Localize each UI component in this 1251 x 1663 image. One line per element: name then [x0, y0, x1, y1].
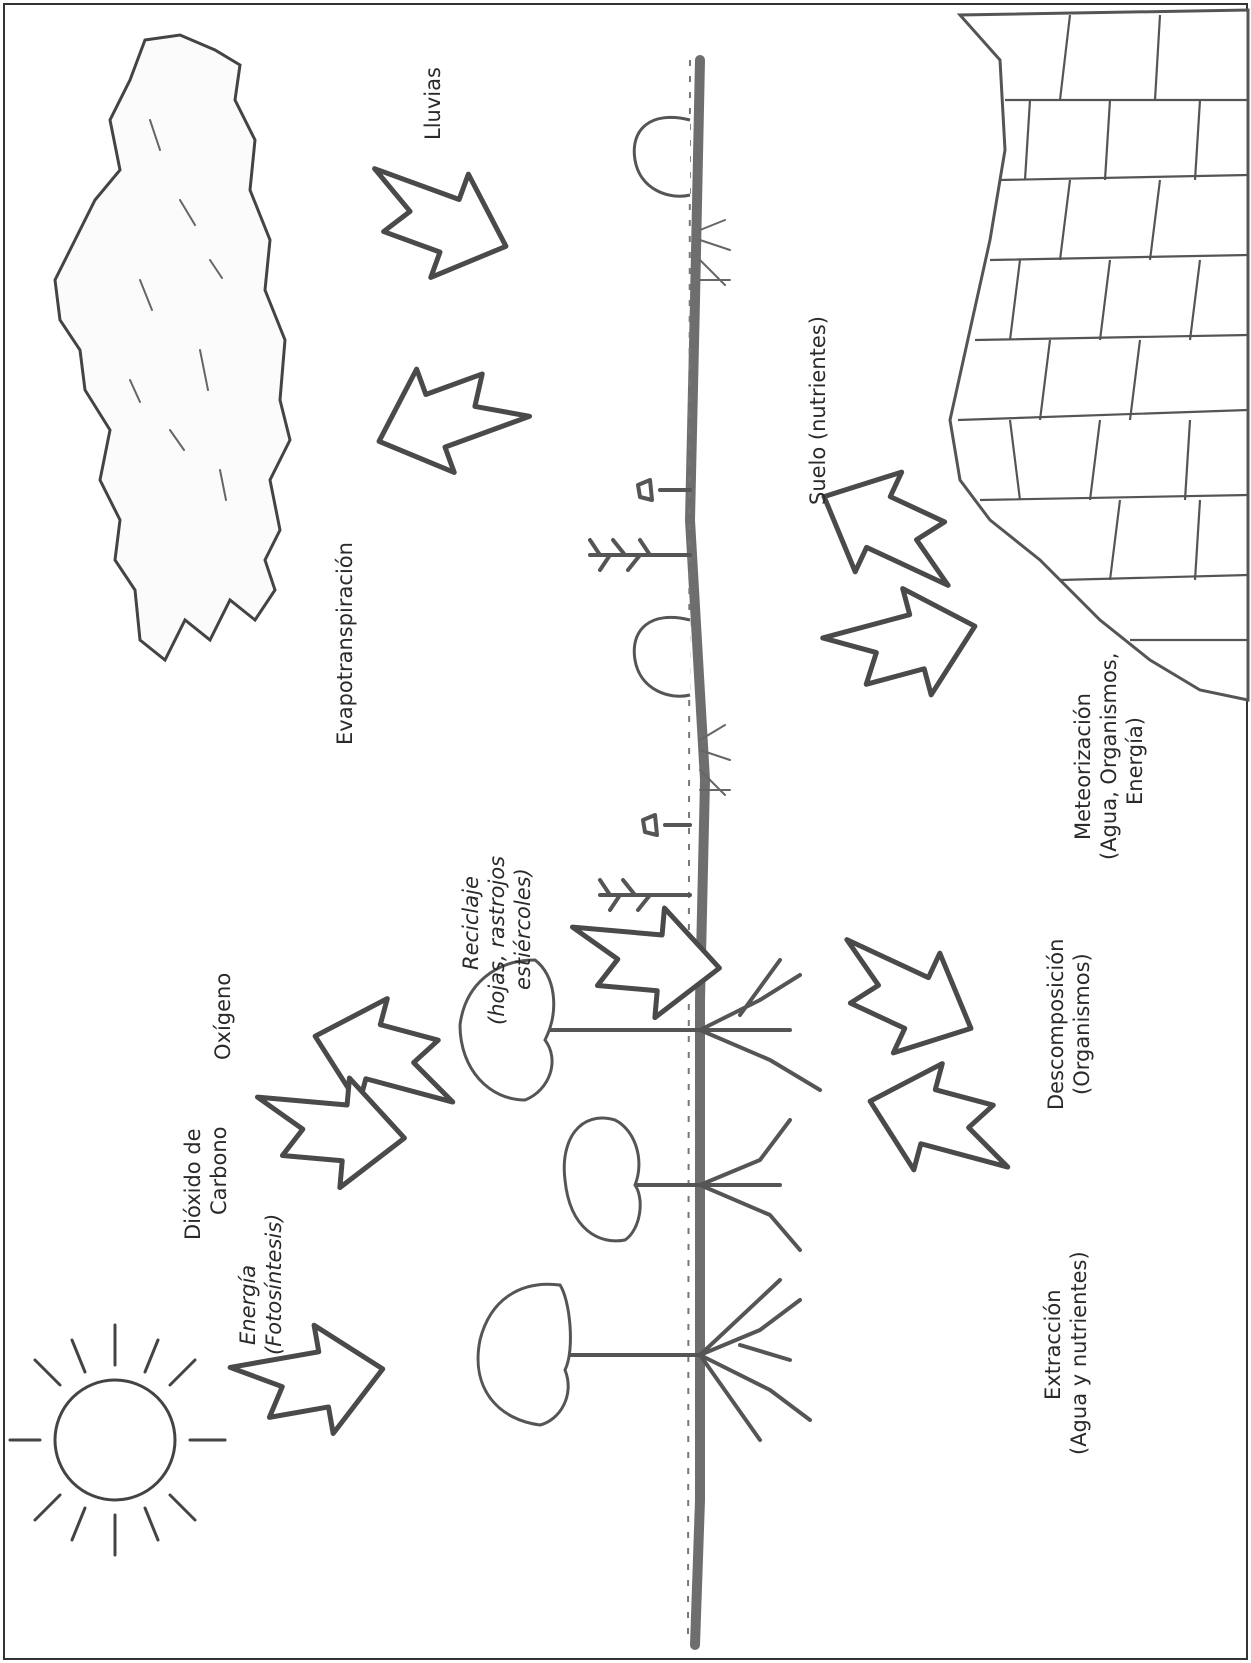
cloud — [55, 35, 290, 660]
label-extraccion-2: (Agua y nutrientes) — [1067, 1251, 1091, 1455]
label-dioxido-2: Carbono — [207, 1126, 231, 1215]
bedrock — [950, 10, 1248, 700]
label-meteorizacion-3: Energía) — [1123, 717, 1147, 805]
ground-line — [688, 60, 705, 1645]
label-descomposicion-1: Descomposición — [1044, 939, 1068, 1110]
label-descomposicion-2: (Organismos) — [1070, 953, 1094, 1095]
label-reciclaje-2: (hojas, rastrojos — [485, 856, 509, 1025]
weathering-arrow — [816, 573, 989, 718]
trees — [460, 960, 820, 1440]
label-oxigeno: Oxígeno — [211, 973, 235, 1060]
label-meteorizacion-2: (Agua, Organismos, — [1097, 653, 1121, 860]
label-suelo: Suelo (nutrientes) — [806, 316, 830, 505]
evapotranspiration-arrow — [360, 338, 539, 493]
extraction-arrow — [856, 1048, 1029, 1193]
sun — [10, 1325, 225, 1555]
label-extraccion-1: Extracción — [1041, 1289, 1065, 1400]
rain-arrow — [346, 143, 525, 298]
label-meteorizacion-1: Meteorización — [1071, 693, 1095, 840]
label-reciclaje-3: estiércoles) — [511, 868, 535, 990]
label-evapotranspiracion: Evapotranspiración — [333, 542, 357, 745]
decomposition-arrow — [812, 915, 994, 1078]
label-dioxido-1: Dióxido de — [181, 1128, 205, 1240]
label-lluvias: Lluvias — [421, 67, 445, 140]
label-energia-1: Energía — [236, 1265, 260, 1345]
label-energia-2: (Fotosíntesis) — [262, 1214, 286, 1355]
co2-arrow — [250, 1070, 409, 1193]
label-reciclaje-1: Reciclaje — [459, 876, 483, 970]
